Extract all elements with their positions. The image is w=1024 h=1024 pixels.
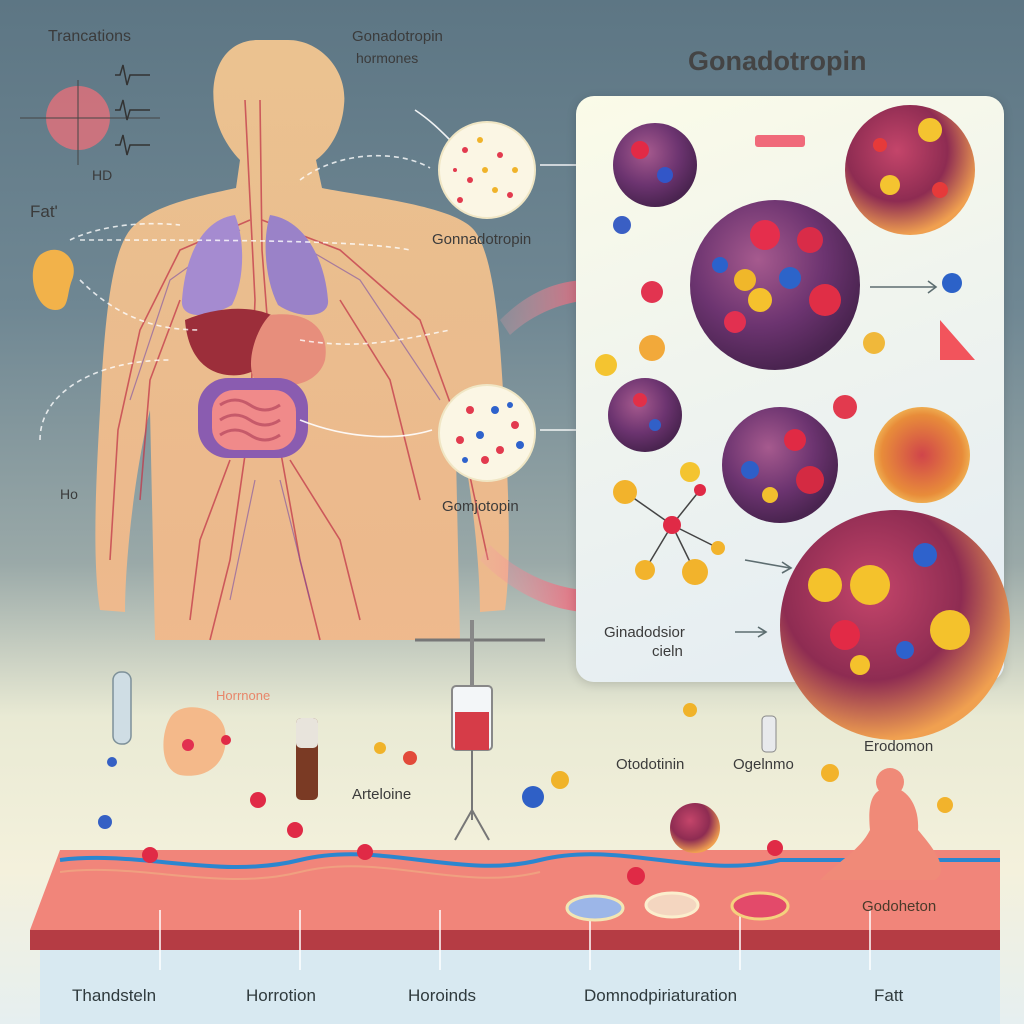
- person-sitting: [820, 787, 942, 880]
- stomach: [250, 314, 326, 386]
- molecules: [631, 118, 970, 675]
- panel-caption-1: Ginadodsior: [604, 624, 685, 641]
- hormone-label: Horrnone: [216, 688, 271, 703]
- particles: [98, 703, 953, 885]
- cell: [722, 407, 838, 523]
- bottom-label-2: Horrotion: [246, 986, 316, 1005]
- test-tube-icon: [112, 671, 132, 745]
- intestines: [198, 378, 308, 458]
- organ-icon: [163, 707, 226, 776]
- free-molecules: [595, 216, 962, 585]
- bottom-label-5: Fatt: [874, 986, 904, 1005]
- kidney-icon: [32, 249, 74, 310]
- bottom-label-3: Horoinds: [408, 986, 477, 1005]
- ecg-chart: [20, 64, 160, 165]
- tissue-layer: [30, 850, 1000, 1024]
- warning-triangle: [940, 320, 975, 360]
- small-vial-icon: [761, 715, 777, 753]
- cell-large: [780, 510, 1010, 740]
- page-title: Gonadotropin: [688, 46, 867, 76]
- minus-marker: [755, 135, 805, 147]
- right-lung: [265, 215, 329, 316]
- sample-particles: [453, 137, 524, 464]
- syringe-icon: [415, 620, 545, 841]
- panel-caption-2: cieln: [652, 643, 683, 660]
- gonadotropin-mid-label: Gonnadotropin: [432, 231, 532, 248]
- cell: [670, 803, 720, 853]
- fat-label: Fat': [30, 202, 58, 221]
- hd-label: HD: [92, 167, 113, 183]
- bottom-label-1: Thandsteln: [72, 986, 157, 1005]
- cell: [874, 407, 970, 503]
- hormone-sample-bottom: [438, 384, 536, 482]
- transactions-label: Trancations: [48, 28, 131, 45]
- arteloine-label: Arteloine: [352, 786, 412, 803]
- gonadotropin-label: Gonadotropin: [352, 28, 443, 45]
- erodomon-label: Erodomon: [864, 738, 934, 755]
- ogelnmo-label: Ogelnmo: [733, 756, 794, 773]
- otodotinin-label: Otodotinin: [616, 756, 685, 773]
- gonadotropin-lower-label: Gomjotopin: [442, 498, 519, 515]
- cell: [608, 378, 682, 452]
- hormones-label: hormones: [356, 50, 419, 66]
- cell: [845, 105, 975, 235]
- cell: [613, 123, 697, 207]
- godoheton-label: Godoheton: [862, 898, 937, 915]
- ho-label: Ho: [60, 486, 78, 502]
- bottom-label-4: Domnodpiriaturation: [584, 986, 738, 1005]
